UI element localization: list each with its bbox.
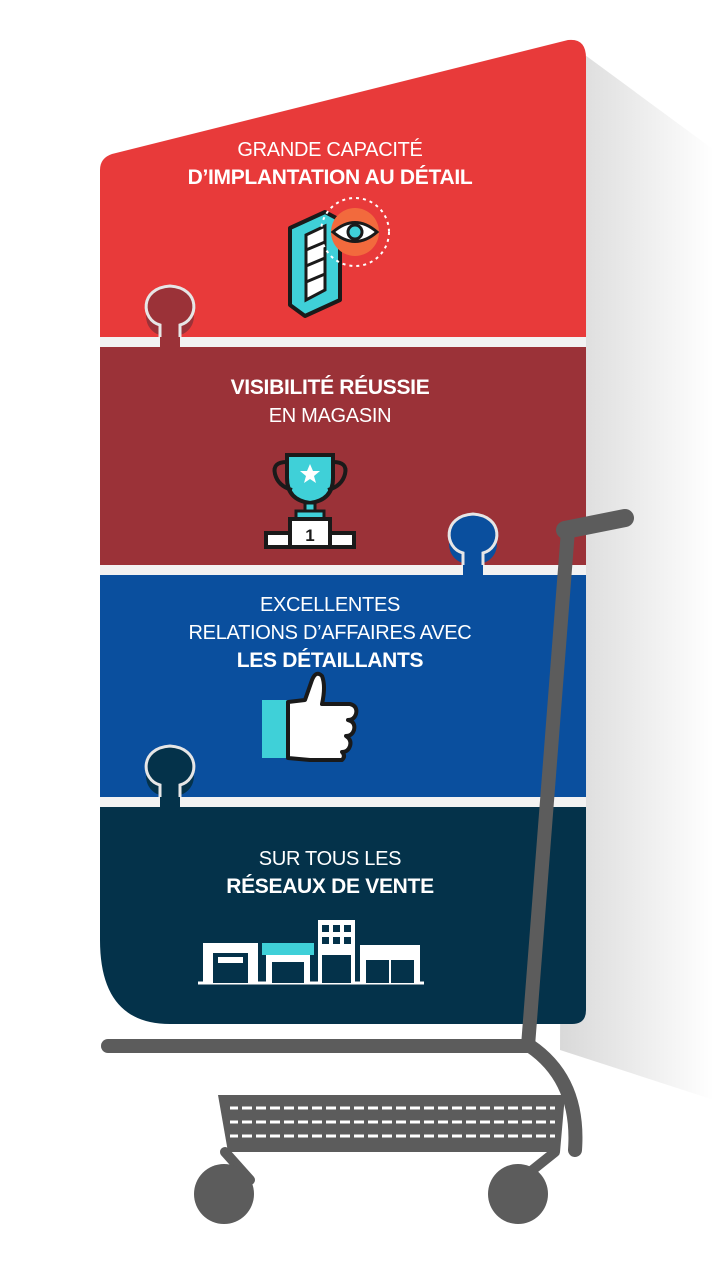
section-2-line-1: VISIBILITÉ RÉUSSIE (230, 376, 430, 399)
section-1-line-2: D’IMPLANTATION AU DÉTAIL (187, 166, 473, 189)
section-4-line-2: RÉSEAUX DE VENTE (226, 875, 434, 898)
tab-outlines (144, 284, 499, 797)
section-2-panel (100, 296, 586, 565)
retail-display-eye-icon (288, 197, 390, 318)
section-dividers (100, 337, 586, 807)
tab-2 (449, 514, 497, 575)
section-2-line-2: EN MAGASIN (268, 405, 392, 427)
tab-1 (146, 286, 194, 347)
section-1-heading: GRANDE CAPACITÉ D’IMPLANTATION AU DÉTAIL (100, 136, 560, 192)
section-3-heading: EXCELLENTES RELATIONS D’AFFAIRES AVEC LE… (100, 591, 560, 675)
thumbs-up-icon (262, 671, 359, 762)
section-3-panel (100, 524, 586, 797)
section-1-panel (100, 39, 586, 338)
trophy-podium-icon: 1 (264, 453, 356, 549)
storefronts-icon (198, 920, 424, 985)
section-2-heading: VISIBILITÉ RÉUSSIE EN MAGASIN (100, 374, 560, 430)
section-4-line-1: SUR TOUS LES (258, 848, 402, 870)
podium-label: 1 (305, 526, 314, 545)
shopping-cart-icon (101, 509, 634, 1224)
section-3-line-1: EXCELLENTES (259, 594, 401, 616)
section-1-line-1: GRANDE CAPACITÉ (237, 139, 423, 161)
section-3-line-2: RELATIONS D’AFFAIRES AVEC (188, 622, 472, 644)
tab-3 (146, 746, 194, 807)
section-3-line-3: LES DÉTAILLANTS (236, 649, 424, 672)
section-4-heading: SUR TOUS LES RÉSEAUX DE VENTE (100, 845, 560, 901)
drop-shadow (560, 55, 714, 1100)
